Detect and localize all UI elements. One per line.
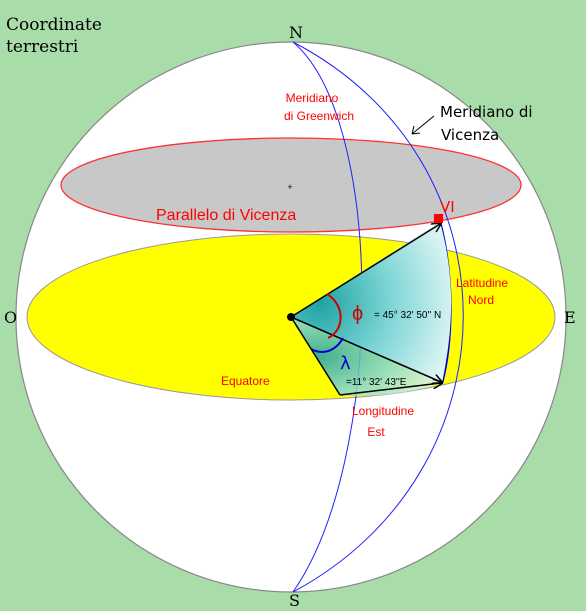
- latitude-wedge: [291, 222, 452, 383]
- parallel-vicenza: [60, 137, 522, 233]
- east-label: E: [564, 308, 576, 327]
- phi-symbol: ϕ: [352, 303, 363, 325]
- latitude-label-line1: Latitudine: [456, 276, 508, 290]
- lambda-value: =11° 32' 43''E: [346, 377, 407, 388]
- vicenza-meridian: [292, 41, 464, 593]
- vicenza-meridian-pointer-head: [411, 125, 421, 135]
- west-label: O: [4, 308, 17, 327]
- greenwich-label-line1: Meridiano: [286, 91, 339, 105]
- vector-to-equator: [290, 316, 441, 382]
- longitude-label-line1: Longitudine: [352, 404, 414, 418]
- parallel-center-mark: +: [287, 182, 292, 192]
- vicenza-marker: [434, 214, 443, 223]
- vicenza-meridian-label-line1: Meridiano di: [440, 103, 533, 121]
- title-line1: Coordinate: [6, 15, 102, 35]
- vicenza-meridian-label-line2: Vicenza: [441, 126, 499, 144]
- vector-greenwich-to-projection: [339, 383, 441, 396]
- greenwich-label-line2: di Greenwich: [284, 109, 354, 123]
- vector-to-vicenza: [290, 224, 440, 318]
- parallel-label: Parallelo di Vicenza: [156, 207, 296, 224]
- lambda-angle-arc: [310, 337, 344, 353]
- longitude-label-line2: Est: [367, 425, 385, 439]
- latitude-label-line2: Nord: [468, 293, 494, 307]
- phi-angle-arc: [326, 293, 342, 339]
- greenwich-radius: [290, 316, 341, 396]
- lambda-symbol: λ: [340, 353, 351, 374]
- earth-center: [287, 313, 295, 321]
- vicenza-meridian-pointer: [411, 115, 435, 135]
- equator-label: Equatore: [221, 374, 270, 388]
- south-label: S: [289, 591, 300, 610]
- phi-value: = 45° 32' 50'' N: [374, 310, 441, 321]
- north-label: N: [289, 23, 303, 42]
- vicenza-point-label: VI: [440, 198, 455, 216]
- title-line2: terrestri: [6, 37, 79, 57]
